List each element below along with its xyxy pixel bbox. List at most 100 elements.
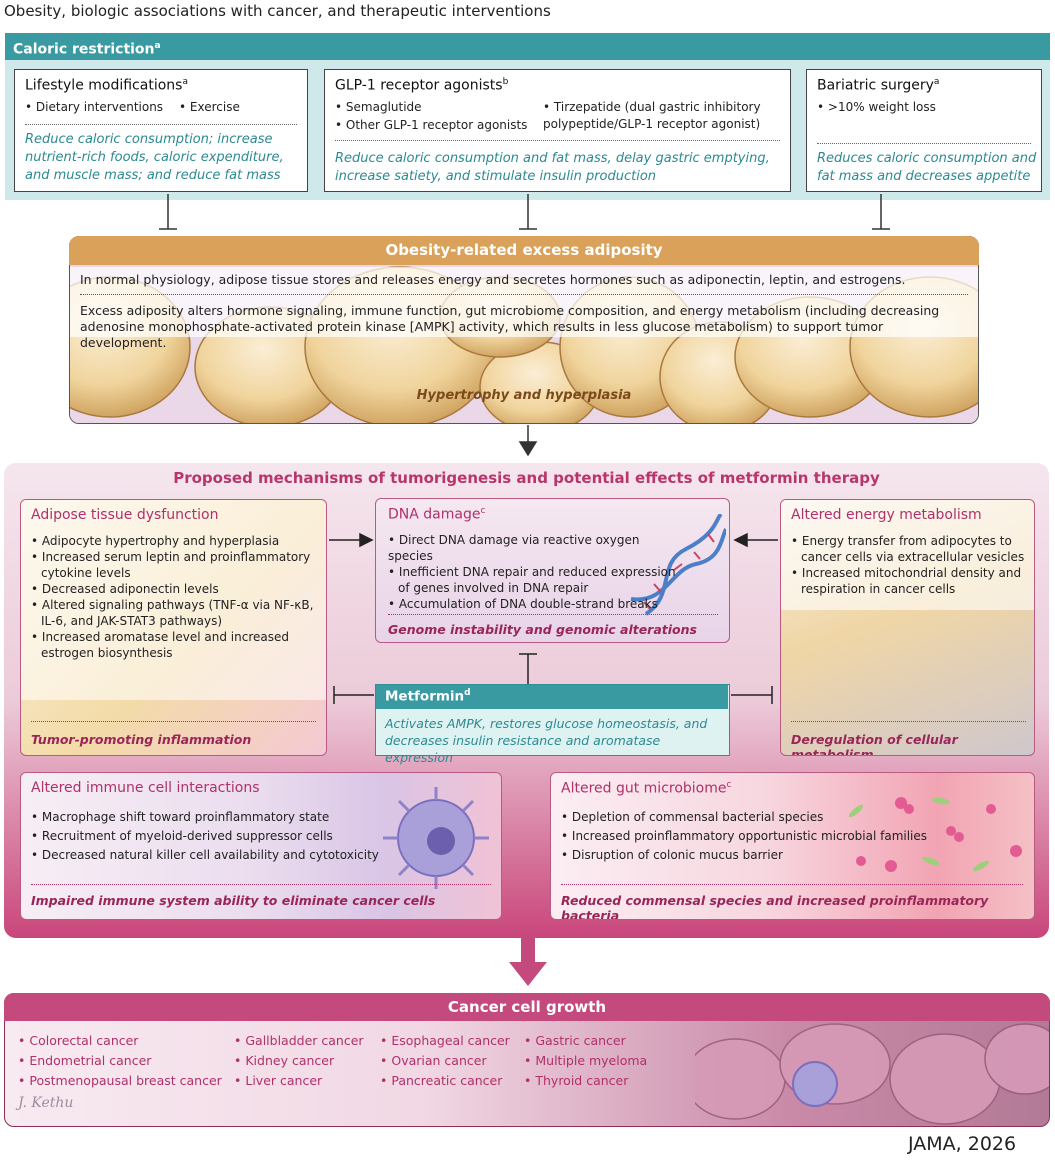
list-item: • Energy transfer from adipocytes to can… [791,534,1025,564]
dna-helix-icon [630,514,726,616]
list-item-text: Decreased natural killer cell availabili… [41,848,379,862]
glp1-item-text: Tirzepatide (dual gastric inhibitory pol… [543,100,761,131]
metformin-title: Metformind [385,688,471,705]
cancer-list-col1: • Colorectal cancer • Endometrial cancer… [18,1031,222,1091]
divider [561,884,1023,885]
cancer-type-text: Pancreatic cancer [391,1073,503,1088]
gut-microbiome-caption: Reduced commensal species and increased … [561,893,989,920]
glp1-item: • Other GLP-1 receptor agonists [335,118,528,132]
list-item: • Increased serum leptin and proinflamma… [31,550,311,580]
adiposity-caption: Hypertrophy and hyperplasia [416,388,632,403]
metformin-effect: Activates AMPK, restores glucose homeost… [385,716,708,765]
cancer-type-item: • Endometrial cancer [18,1053,152,1068]
cancer-type-text: Postmenopausal breast cancer [29,1073,222,1088]
cancer-cells-illustration [695,1023,1049,1125]
glp1-title-text: GLP-1 receptor agonists [335,77,503,94]
cancer-type-item: • Kidney cancer [234,1053,335,1068]
list-item-text: Macrophage shift toward proinflammatory … [41,810,330,824]
bariatric-item-text: >10% weight loss [827,100,936,114]
cancer-type-item: • Postmenopausal breast cancer [18,1073,222,1088]
cancer-list-col4: • Gastric cancer • Multiple myeloma • Th… [524,1031,647,1091]
lifestyle-item-text: Exercise [189,100,240,114]
dna-damage-caption: Genome instability and genomic alteratio… [388,622,697,637]
list-item-text: Inefficient DNA repair and reduced expre… [398,565,676,595]
list-item: • Decreased adiponectin levels [31,582,219,596]
list-item: • Disruption of colonic mucus barrier [561,848,783,862]
text-backdrop [781,500,1034,610]
cancer-type-text: Esophageal cancer [391,1033,510,1048]
gut-microbiome-list: • Depletion of commensal bacterial speci… [561,808,941,865]
connector-layer [159,194,890,457]
list-item: • Increased proinflammatory opportunisti… [561,829,928,843]
cancer-growth-header: Cancer cell growth [4,993,1050,1021]
microbiome-illustration [848,797,1022,872]
footnote-marker: a [182,77,188,87]
adipose-dysfunction-caption: Tumor-promoting inflammation [31,732,252,747]
lifestyle-title: Lifestyle modificationsa [25,77,188,94]
gut-microbiome-title: Altered gut microbiomec [561,780,731,797]
list-item: • Accumulation of DNA double-strand brea… [388,597,658,611]
adipocyte-illustration [70,237,978,423]
flow-arrowhead [518,441,538,457]
lifestyle-title-text: Lifestyle modifications [25,77,183,94]
metformin-header-bar [376,685,728,709]
bariatric-title-text: Bariatric surgery [817,77,934,94]
glp1-item: • Tirzepatide (dual gastric inhibitory p… [543,100,761,131]
list-item-text: Energy transfer from adipocytes to cance… [801,534,1025,564]
list-item-text: Increased proinflammatory opportunistic … [571,829,928,843]
energy-metabolism-caption: Deregulation of cellular metabolism [791,732,958,756]
list-item-text: Accumulation of DNA double-strand breaks [398,597,658,611]
glp1-box: GLP-1 receptor agonistsb • Semaglutide •… [324,69,791,192]
energy-metabolism-list: • Energy transfer from adipocytes to can… [791,533,1031,597]
flow-arrowhead [359,532,374,548]
cancer-type-text: Colorectal cancer [29,1033,139,1048]
footnote-marker: a [154,41,161,51]
list-item: • Direct DNA damage via reactive oxygen … [388,533,640,563]
cancer-type-item: • Liver cancer [234,1073,323,1088]
list-item: • Inefficient DNA repair and reduced exp… [388,565,676,595]
adipose-dysfunction-list: • Adipocyte hypertrophy and hyperplasia … [31,533,321,661]
list-item-text: Decreased adiponectin levels [41,582,219,596]
list-item: • Recruitment of myeloid-derived suppres… [31,829,333,843]
dna-damage-list: • Direct DNA damage via reactive oxygen … [388,532,678,612]
cancer-list-col2: • Gallbladder cancer • Kidney cancer • L… [234,1031,364,1091]
list-item-text: Increased mitochondrial density and resp… [801,566,1022,596]
cancer-type-text: Multiple myeloma [535,1053,648,1068]
adipose-dysfunction-box: Adipose tissue dysfunction • Adipocyte h… [20,499,327,756]
cancer-type-item: • Multiple myeloma [524,1053,648,1068]
list-item: • Increased mitochondrial density and re… [791,566,1022,596]
lifestyle-item: • Dietary interventions [25,100,164,114]
gut-microbiome-box: Altered gut microbiomec • Depletion of c… [550,772,1035,920]
cancer-type-text: Thyroid cancer [535,1073,629,1088]
divider [80,294,968,295]
dna-damage-title-text: DNA damage [388,506,481,523]
list-item-text: Recruitment of myeloid-derived suppresso… [41,829,333,843]
adiposity-panel [69,236,979,424]
cancer-type-item: • Ovarian cancer [380,1053,487,1068]
energy-metabolism-title: Altered energy metabolism [791,507,982,523]
adiposity-excess-text: Excess adiposity alters hormone signalin… [80,303,940,350]
list-item: • Increased aromatase level and increase… [31,630,289,660]
immune-cell-title: Altered immune cell interactions [31,780,260,796]
lifestyle-item-text: Dietary interventions [35,100,164,114]
cancer-type-item: • Gastric cancer [524,1033,626,1048]
mechanism-connector-layer [329,532,778,704]
cancer-type-item: • Esophageal cancer [380,1033,510,1048]
cancer-type-text: Ovarian cancer [391,1053,487,1068]
divider [25,124,297,125]
glp1-item-text: Semaglutide [345,100,422,114]
list-item: • Adipocyte hypertrophy and hyperplasia [31,534,280,548]
adiposity-normal-text: In normal physiology, adipose tissue sto… [80,272,906,287]
flow-arrowhead [733,532,748,548]
dna-damage-title: DNA damagec [388,506,485,523]
lifestyle-box: Lifestyle modificationsa • Dietary inter… [14,69,308,192]
cancer-type-text: Gallbladder cancer [245,1033,364,1048]
immune-cell-caption: Impaired immune system ability to elimin… [31,893,436,908]
bariatric-title: Bariatric surgerya [817,77,939,94]
glp1-effect: Reduce caloric consumption and fat mass,… [335,151,770,184]
cancer-type-item: • Thyroid cancer [524,1073,629,1088]
cancer-type-item: • Pancreatic cancer [380,1073,503,1088]
glp1-item-text: Other GLP-1 receptor agonists [345,118,528,132]
immune-cell-list: • Macrophage shift toward proinflammator… [31,808,391,865]
footnote-marker: d [464,688,471,698]
